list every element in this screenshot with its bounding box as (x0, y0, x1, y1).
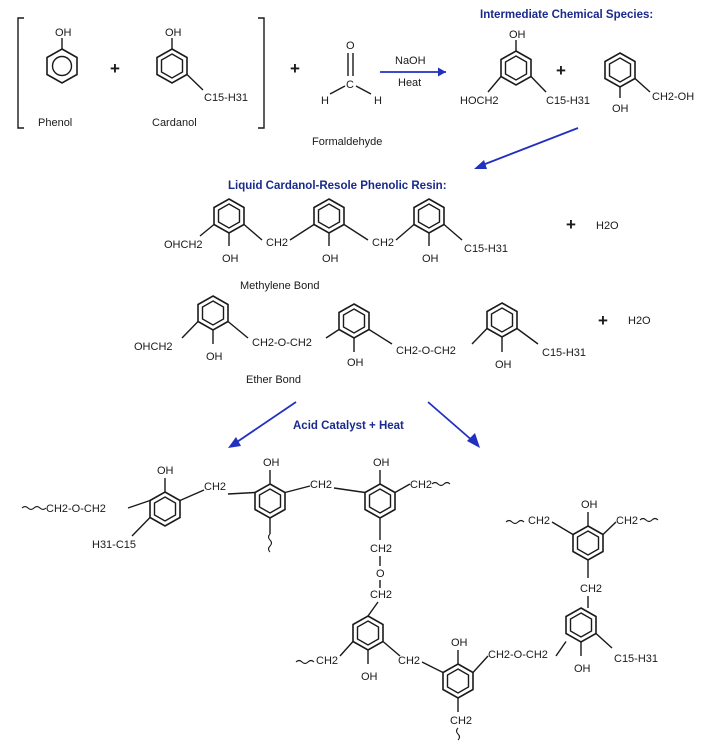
intermediate-title: Intermediate Chemical Species: (480, 9, 653, 21)
resin-title: Liquid Cardanol-Resole Phenolic Resin: (228, 180, 447, 192)
ether-bond-name: Ether Bond (246, 374, 301, 386)
intermediate-species-1: OH HOCH2 C15-H31 (460, 29, 590, 107)
crosslinked-network-right: OH CH2 CH2 CH2 OH C15-H31 (505, 499, 659, 675)
cardanol-name: Cardanol (152, 117, 197, 129)
cardanol-side-chain-label: C15-H31 (204, 92, 248, 104)
plus-sign-4: + (566, 215, 576, 234)
right-cure-arrow-head (467, 433, 480, 448)
right-net-ch2-2: CH2 (616, 515, 638, 527)
naoh-reaction-arrow: NaOH Heat (380, 55, 446, 89)
left-net-oh-4: OH (361, 671, 378, 683)
naoh-arrow-head (438, 67, 446, 77)
acid-catalyst-label: Acid Catalyst + Heat (293, 420, 404, 432)
left-net-ether-2: CH2-O-CH2 (488, 649, 548, 661)
ether-linker-1: CH2-O-CH2 (252, 337, 312, 349)
left-net-oh-3: OH (373, 457, 390, 469)
methylene-bond-oligomer: OHCH2 OH CH2 OH CH2 OH C15-H31 (164, 198, 508, 265)
left-net-ch2-5: CH2 (370, 589, 392, 601)
left-net-ch2-8: CH2 (450, 715, 472, 727)
methylene-oh-2: OH (322, 253, 339, 265)
right-net-oh-1: OH (581, 499, 598, 511)
cardanol-structure: OH C15-H31 (156, 27, 248, 104)
naoh-label: NaOH (395, 55, 426, 67)
acid-catalyst-arrows: Acid Catalyst + Heat (228, 401, 480, 448)
left-net-ch2-7: CH2 (398, 655, 420, 667)
ether-oh-2: OH (347, 357, 364, 369)
species2-oh-label: OH (612, 103, 629, 115)
right-net-ch2-1: CH2 (528, 515, 550, 527)
left-net-ch2-3: CH2 (410, 479, 432, 491)
intermediate-species-2: OH CH2-OH (604, 52, 694, 115)
methylene-oh-3: OH (422, 253, 439, 265)
ether-left-label: OHCH2 (134, 341, 173, 353)
ether-oh-1: OH (206, 351, 223, 363)
cardanol-oh-label: OH (165, 27, 182, 39)
species1-side-chain-label: C15-H31 (546, 95, 590, 107)
methylene-linker-2: CH2 (372, 237, 394, 249)
arrow-to-resin (474, 127, 579, 169)
ether-linker-2: CH2-O-CH2 (396, 345, 456, 357)
methylene-oh-1: OH (222, 253, 239, 265)
formaldehyde-h-right: H (374, 95, 382, 107)
species1-hoch2-label: HOCH2 (460, 95, 499, 107)
crosslinked-network-left: CH2-O-CH2 OH H31-C15 CH2 OH CH2 OH CH2 C… (21, 457, 567, 741)
ether-side-chain: C15-H31 (542, 347, 586, 359)
plus-sign-1: + (110, 59, 120, 78)
phenol-structure: OH (46, 27, 78, 84)
phenol-name: Phenol (38, 117, 72, 129)
reactant-bracket (17, 17, 265, 129)
left-cure-arrow-head (228, 437, 241, 448)
methylene-linker-1: CH2 (266, 237, 288, 249)
ether-bond-oligomer: OHCH2 OH CH2-O-CH2 OH CH2-O-CH2 OH C15-H… (134, 295, 586, 371)
left-net-ch2-1: CH2 (204, 481, 226, 493)
formaldehyde-structure: O C H H (321, 40, 382, 107)
left-net-ch2-2: CH2 (310, 479, 332, 491)
right-net-ch2-3: CH2 (580, 583, 602, 595)
left-net-ether: CH2-O-CH2 (46, 503, 106, 515)
species2-ch2oh-label: CH2-OH (652, 91, 694, 103)
plus-sign-3: + (556, 61, 566, 80)
left-net-side-chain: H31-C15 (92, 539, 136, 551)
left-net-oh-5: OH (451, 637, 468, 649)
species1-oh-label: OH (509, 29, 526, 41)
methylene-side-chain: C15-H31 (464, 243, 508, 255)
ether-water: H2O (628, 315, 651, 327)
ether-oh-3: OH (495, 359, 512, 371)
methylene-bond-name: Methylene Bond (240, 280, 320, 292)
formaldehyde-o-label: O (346, 40, 355, 52)
plus-sign-2: + (290, 59, 300, 78)
resin-arrow-head (474, 160, 487, 169)
formaldehyde-name: Formaldehyde (312, 136, 382, 148)
left-net-oh-1: OH (157, 465, 174, 477)
heat-label: Heat (398, 77, 421, 89)
left-net-ch2-6: CH2 (316, 655, 338, 667)
methylene-water: H2O (596, 220, 619, 232)
left-net-ch2-4: CH2 (370, 543, 392, 555)
left-net-oh-2: OH (263, 457, 280, 469)
right-net-side-chain: C15-H31 (614, 653, 658, 665)
formaldehyde-c-label: C (346, 79, 354, 91)
formaldehyde-h-left: H (321, 95, 329, 107)
plus-sign-5: + (598, 311, 608, 330)
phenol-oh-label: OH (55, 27, 72, 39)
left-net-o: O (376, 568, 385, 580)
methylene-left-label: OHCH2 (164, 239, 203, 251)
right-net-oh-2: OH (574, 663, 591, 675)
